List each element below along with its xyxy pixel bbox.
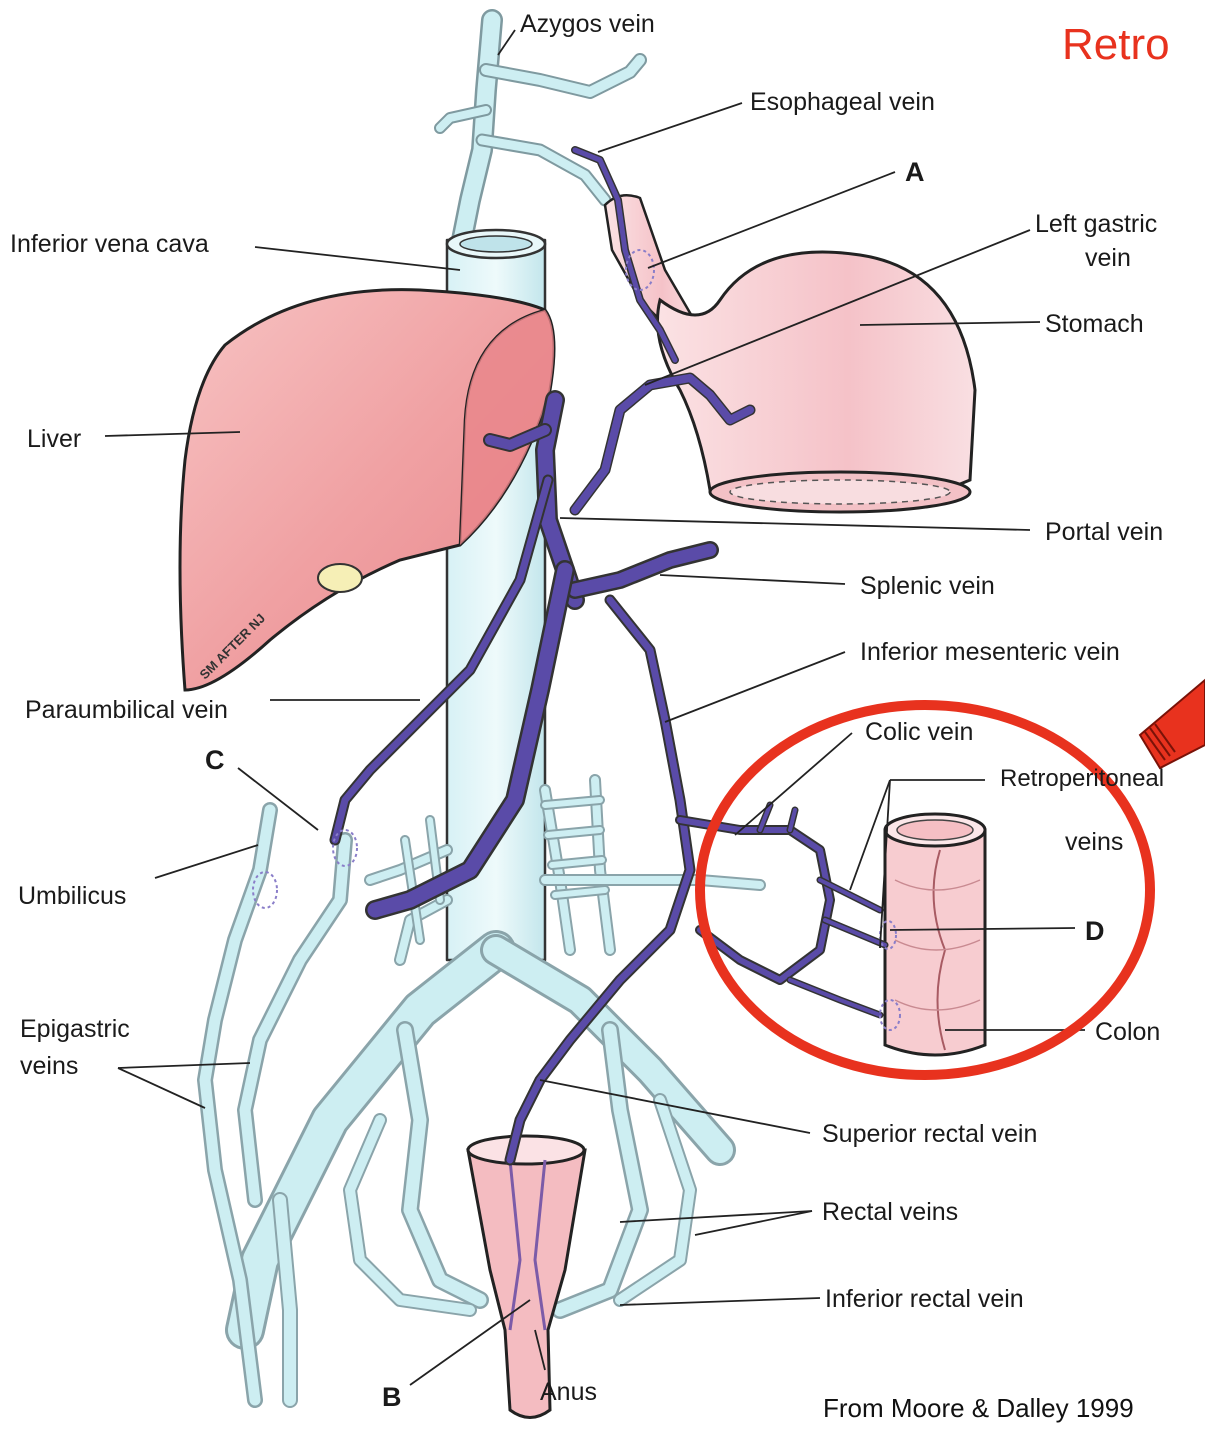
label-a: A: [905, 157, 925, 188]
gallbladder: [318, 564, 362, 592]
label-azygos-vein: Azygos vein: [520, 10, 655, 39]
source-credit: From Moore & Dalley 1999: [823, 1393, 1134, 1424]
label-inferior-mesenteric-vein: Inferior mesenteric vein: [860, 638, 1120, 667]
label-superior-rectal-vein: Superior rectal vein: [822, 1120, 1037, 1149]
label-d: D: [1085, 916, 1105, 947]
label-inferior-rectal-vein: Inferior rectal vein: [825, 1285, 1024, 1314]
label-portal-vein: Portal vein: [1045, 518, 1163, 547]
stomach: [658, 252, 976, 503]
label-c: C: [205, 745, 225, 776]
label-colic-vein: Colic vein: [865, 718, 973, 747]
page-title: Retro: [1062, 20, 1170, 70]
label-paraumbilical-vein: Paraumbilical vein: [25, 696, 228, 725]
label-esophageal-vein: Esophageal vein: [750, 88, 935, 117]
label-umbilicus: Umbilicus: [18, 882, 126, 911]
label-retroperitoneal-veins-line1: Retroperitoneal: [1000, 765, 1164, 793]
label-inferior-vena-cava: Inferior vena cava: [10, 230, 209, 259]
colon: [885, 814, 985, 1055]
label-colon: Colon: [1095, 1018, 1160, 1047]
label-epigastric-veins-line1: Epigastric: [20, 1015, 130, 1044]
label-splenic-vein: Splenic vein: [860, 572, 995, 601]
label-rectal-veins: Rectal veins: [822, 1198, 958, 1227]
label-liver: Liver: [27, 425, 81, 454]
label-retroperitoneal-veins-line2: veins: [1065, 828, 1123, 857]
label-left-gastric-vein-line1: Left gastric: [1035, 210, 1157, 239]
label-epigastric-veins-line2: veins: [20, 1052, 78, 1081]
label-stomach: Stomach: [1045, 310, 1144, 339]
label-anus: Anus: [540, 1378, 597, 1407]
arrow-icon: [1140, 680, 1205, 768]
rectum: [468, 1136, 585, 1418]
label-left-gastric-vein-line2: vein: [1085, 244, 1131, 273]
label-b: B: [382, 1382, 402, 1413]
